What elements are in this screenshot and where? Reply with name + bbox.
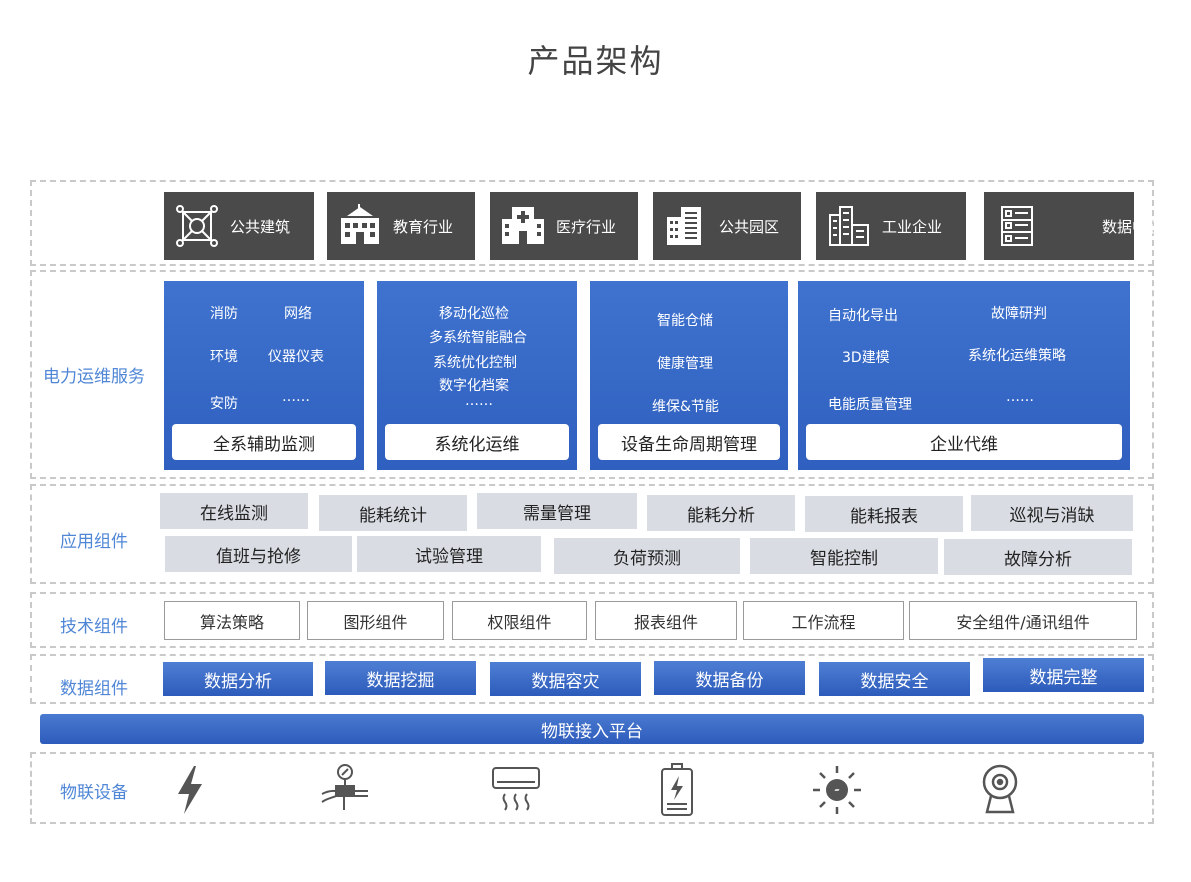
iot-access-platform[interactable]: 物联接入平台	[40, 714, 1144, 744]
app-frame	[30, 484, 1154, 584]
service-item: 健康管理	[657, 356, 713, 372]
industry-label: 医疗行业	[556, 217, 617, 236]
service-item: 消防	[210, 306, 238, 322]
data-disaster-recovery[interactable]: 数据容灾	[490, 662, 641, 696]
service-label: 设备生命周期管理	[598, 424, 780, 460]
office-park-icon	[667, 207, 701, 245]
service-item: 环境	[210, 349, 238, 365]
service-item: ……	[1006, 389, 1034, 405]
service-card-aux-monitoring[interactable]: 消防 网络 环境 仪器仪表 安防 …… 全系辅助监测	[164, 281, 364, 470]
page-title: 产品架构	[527, 42, 664, 80]
network-hub-icon	[176, 205, 218, 247]
industry-label: 工业企业	[882, 217, 943, 236]
service-item: ……	[282, 389, 310, 405]
app-load-forecast[interactable]: 负荷预测	[554, 538, 740, 574]
app-energy-report[interactable]: 能耗报表	[805, 496, 963, 532]
app-fault-analysis[interactable]: 故障分析	[944, 539, 1132, 575]
battery-icon	[661, 763, 693, 816]
service-item: 电能质量管理	[828, 397, 912, 413]
service-frame	[30, 270, 1154, 479]
tech-algorithm-strategy[interactable]: 算法策略	[164, 601, 300, 640]
tech-graphics-component[interactable]: 图形组件	[307, 601, 444, 640]
service-label: 全系辅助监测	[172, 424, 356, 460]
device-frame	[30, 752, 1154, 824]
app-test-management[interactable]: 试验管理	[357, 536, 541, 572]
service-label: 系统化运维	[385, 424, 569, 460]
industry-tile-data-center[interactable]: 数据中心	[984, 192, 1162, 260]
app-duty-repair[interactable]: 值班与抢修	[165, 536, 352, 572]
camera-icon	[982, 764, 1018, 814]
app-energy-statistics[interactable]: 能耗统计	[319, 495, 467, 531]
service-item: 数字化档案	[439, 378, 509, 394]
row-label-service: 电力运维服务	[43, 367, 145, 387]
app-demand-management[interactable]: 需量管理	[477, 493, 637, 529]
industry-tile-education[interactable]: 教育行业	[327, 192, 475, 260]
industry-tile-public-park[interactable]: 公共园区	[653, 192, 801, 260]
service-item: 故障研判	[991, 306, 1047, 322]
industry-label: 数据中心	[1102, 217, 1163, 236]
row-label-tech: 技术组件	[60, 617, 128, 637]
service-item: 移动化巡检	[439, 306, 509, 322]
service-item: 系统优化控制	[433, 355, 517, 371]
tech-workflow[interactable]: 工作流程	[743, 601, 904, 640]
app-smart-control[interactable]: 智能控制	[750, 538, 938, 574]
service-card-systematic-om[interactable]: 移动化巡检 多系统智能融合 系统优化控制 数字化档案 …… 系统化运维	[377, 281, 577, 470]
row-label-data: 数据组件	[60, 679, 128, 699]
server-rack-icon	[1001, 206, 1033, 246]
app-inspection-defect[interactable]: 巡视与消缺	[971, 495, 1133, 531]
app-online-monitoring[interactable]: 在线监测	[160, 493, 308, 529]
service-item: 维保&节能	[652, 399, 719, 415]
service-item: 系统化运维策略	[968, 348, 1066, 364]
industry-label: 公共建筑	[230, 217, 291, 236]
lightning-icon	[178, 766, 202, 814]
school-building-icon	[341, 204, 379, 244]
app-energy-analysis[interactable]: 能耗分析	[647, 495, 795, 531]
service-item: 3D建模	[842, 350, 890, 366]
service-item: ……	[465, 393, 493, 409]
industry-frame	[30, 180, 1154, 266]
service-item: 安防	[210, 396, 238, 412]
service-item: 多系统智能融合	[429, 330, 527, 346]
data-mining[interactable]: 数据挖掘	[325, 661, 476, 695]
data-security[interactable]: 数据安全	[819, 662, 970, 696]
row-label-devices: 物联设备	[60, 783, 128, 803]
tech-permission-component[interactable]: 权限组件	[452, 601, 587, 640]
industry-tile-medical[interactable]: 医疗行业	[490, 192, 638, 260]
tech-frame	[30, 592, 1154, 648]
row-label-app: 应用组件	[60, 532, 128, 552]
service-item: 网络	[284, 306, 312, 322]
tech-report-component[interactable]: 报表组件	[595, 601, 737, 640]
factory-icon	[829, 206, 869, 246]
data-analysis[interactable]: 数据分析	[163, 662, 313, 696]
industry-label: 公共园区	[719, 217, 780, 236]
meter-sensor-icon	[321, 764, 368, 810]
service-card-lifecycle[interactable]: 智能仓储 健康管理 维保&节能 设备生命周期管理	[590, 281, 788, 470]
service-item: 智能仓储	[657, 313, 713, 329]
service-item: 自动化导出	[828, 308, 898, 324]
industry-tile-industrial[interactable]: 工业企业	[816, 192, 966, 260]
industry-tile-public-building[interactable]: 公共建筑	[164, 192, 314, 260]
hospital-icon	[502, 207, 544, 244]
service-card-outsourced-om[interactable]: 自动化导出 故障研判 3D建模 系统化运维策略 电能质量管理 …… 企业代维	[798, 281, 1130, 470]
industry-label: 教育行业	[393, 217, 454, 236]
data-backup[interactable]: 数据备份	[654, 661, 805, 695]
service-item: 仪器仪表	[268, 349, 324, 365]
service-label: 企业代维	[806, 424, 1122, 460]
tech-security-comm[interactable]: 安全组件/通讯组件	[909, 601, 1137, 640]
data-frame	[30, 654, 1154, 704]
solar-sensor-icon	[813, 766, 861, 814]
air-conditioner-icon	[492, 767, 540, 811]
data-integrity[interactable]: 数据完整	[983, 658, 1144, 692]
